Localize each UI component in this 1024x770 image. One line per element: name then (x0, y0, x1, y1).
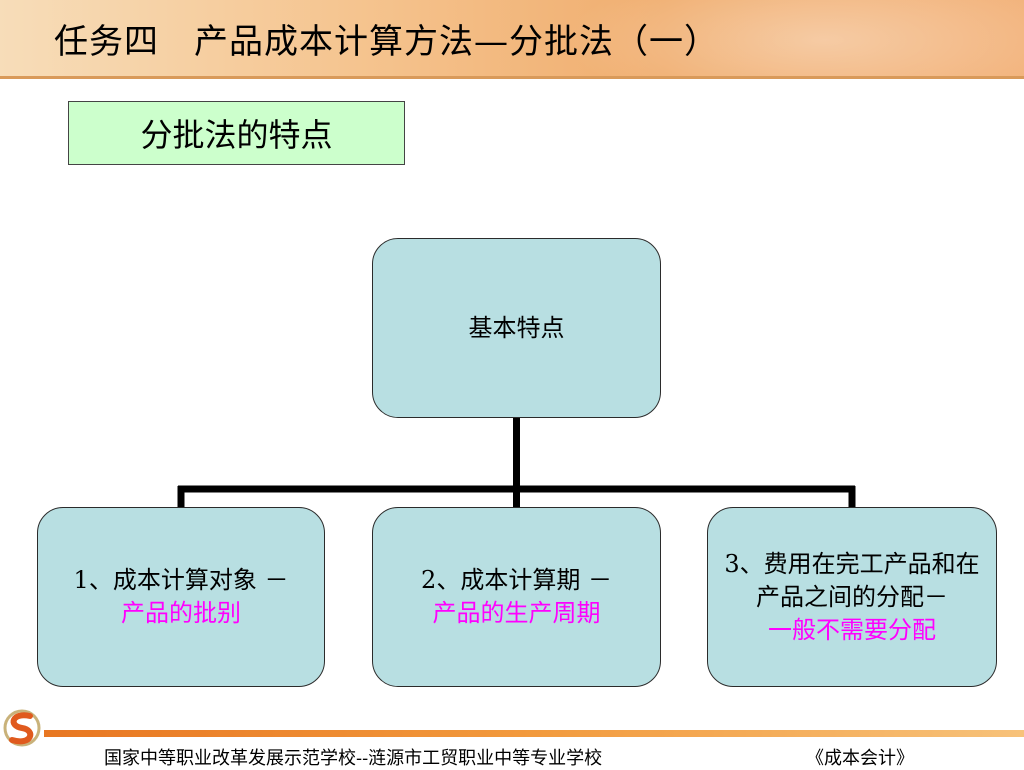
footer-school-name: 国家中等职业改革发展示范学校--涟源市工贸职业中等专业学校 (104, 748, 603, 769)
footer-rule (44, 730, 1024, 737)
header-banner (0, 0, 1024, 76)
node-1-lead: 1、成本计算对象 － (73, 566, 289, 594)
node-2-lead: 2、成本计算期 － (421, 566, 612, 594)
school-logo-icon (3, 709, 41, 747)
section-label: 分批法的特点 (68, 101, 405, 165)
node-3-highlight: 一般不需要分配 (768, 615, 936, 644)
diagram-node-3: 3、费用在完工产品和在产品之间的分配－ 一般不需要分配 (707, 507, 997, 687)
node-2-highlight: 产品的生产周期 (432, 599, 601, 627)
footer-course-name: 《成本会计》 (806, 748, 914, 769)
header-divider (0, 76, 1024, 79)
page-title: 任务四 产品成本计算方法—分批法（一） (54, 22, 719, 62)
root-node-label: 基本特点 (468, 313, 565, 342)
diagram-node-1: 1、成本计算对象 － 产品的批别 (37, 507, 325, 687)
diagram-root-node: 基本特点 (372, 238, 661, 418)
node-1-highlight: 产品的批别 (121, 599, 241, 627)
diagram-node-2: 2、成本计算期 － 产品的生产周期 (372, 507, 661, 687)
node-3-lead: 3、费用在完工产品和在产品之间的分配－ (724, 549, 980, 611)
